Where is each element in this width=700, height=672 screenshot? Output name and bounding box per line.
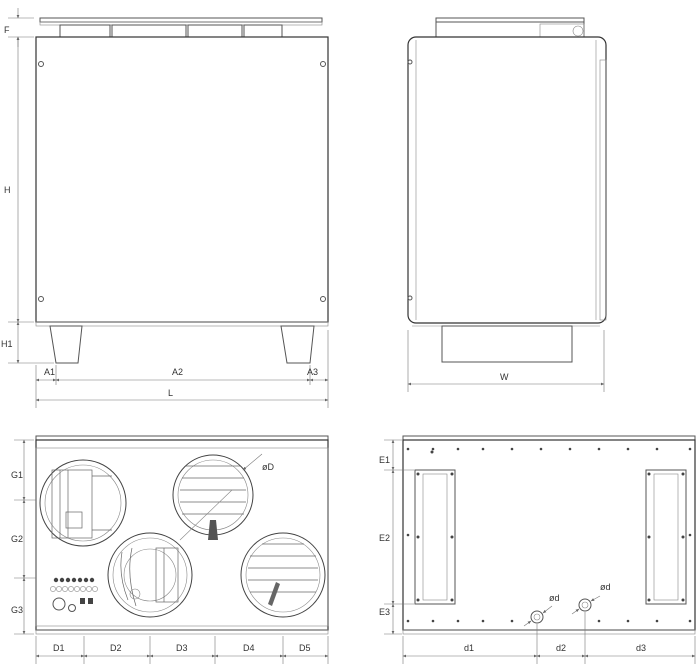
dim-W: W [500,372,509,382]
side-panel [407,36,607,324]
dim-oD: øD [262,462,274,472]
left-foot [49,325,83,364]
dim-H: H [4,185,11,195]
dim-E1: E1 [379,455,390,465]
dim-D1: D1 [53,643,65,653]
dim-d3: d3 [636,643,646,653]
bottom-view: ød ød E1 E2 E3 d1 d2 d3 [379,435,696,664]
front-view: F H H1 A1 A2 A3 L [1,8,329,408]
dim-E3: E3 [379,607,390,617]
terminal-block [50,577,98,612]
edge-screws [406,447,692,623]
side-view: W [407,17,607,392]
left-rail [414,450,456,605]
dim-G1: G1 [11,470,23,480]
right-rail [645,469,687,605]
dim-G2: G2 [11,534,23,544]
dim-od-2: ød [600,582,611,592]
dim-E2: E2 [379,533,390,543]
dim-G3: G3 [11,605,23,615]
drain-1 [530,610,544,624]
dim-D4: D4 [243,643,255,653]
front-panel [35,36,329,323]
duct-connection-3 [107,532,193,618]
dim-L: L [168,388,173,398]
dim-D3: D3 [176,643,188,653]
dim-F: F [4,25,10,35]
dim-H1: H1 [1,339,13,349]
right-foot [280,325,315,364]
dim-A1: A1 [44,367,55,377]
drain-2 [578,598,592,612]
side-foot [441,325,573,363]
duct-connection-2 [172,454,254,541]
dim-D5: D5 [299,643,311,653]
dim-od-1: ød [549,593,560,603]
dim-D2: D2 [110,643,122,653]
dim-d2: d2 [556,643,566,653]
dim-A2: A2 [172,367,183,377]
dim-A3: A3 [307,367,318,377]
duct-connection-1 [39,459,127,547]
dim-d1: d1 [464,643,474,653]
duct-connection-4 [240,532,326,618]
top-view: øD G1 G2 G3 D1 D2 D3 D4 D5 [11,435,329,664]
